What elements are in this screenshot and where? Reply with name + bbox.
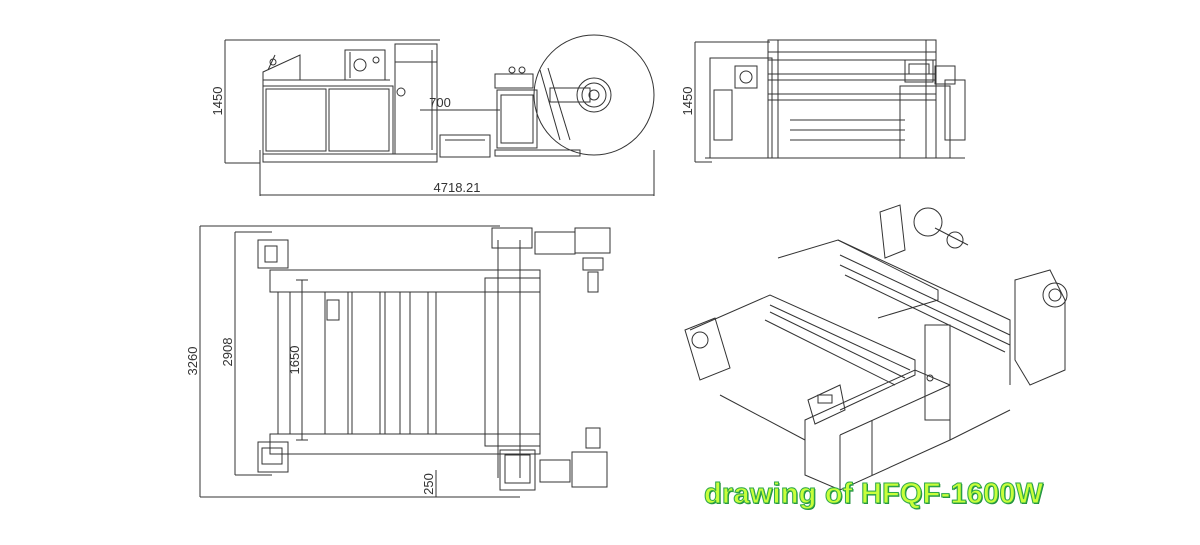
isometric-view	[684, 204, 1068, 491]
front-view-height-dim: 1450	[680, 87, 695, 116]
side-view-height-dim: 1450	[210, 87, 225, 116]
top-view	[199, 225, 611, 498]
side-view-length-dim: 4718.21	[434, 180, 481, 195]
top-view-offset-dim: 250	[421, 473, 436, 495]
side-view	[224, 34, 655, 196]
front-view	[694, 39, 966, 163]
top-view-roll-width-dim: 1650	[287, 346, 302, 375]
top-view-inner-dim: 2908	[220, 338, 235, 367]
top-view-overall-dim: 3260	[185, 347, 200, 376]
drawing-caption: drawing of HFQF-1600W	[704, 478, 1044, 511]
side-view-offset-dim: 700	[429, 95, 451, 110]
